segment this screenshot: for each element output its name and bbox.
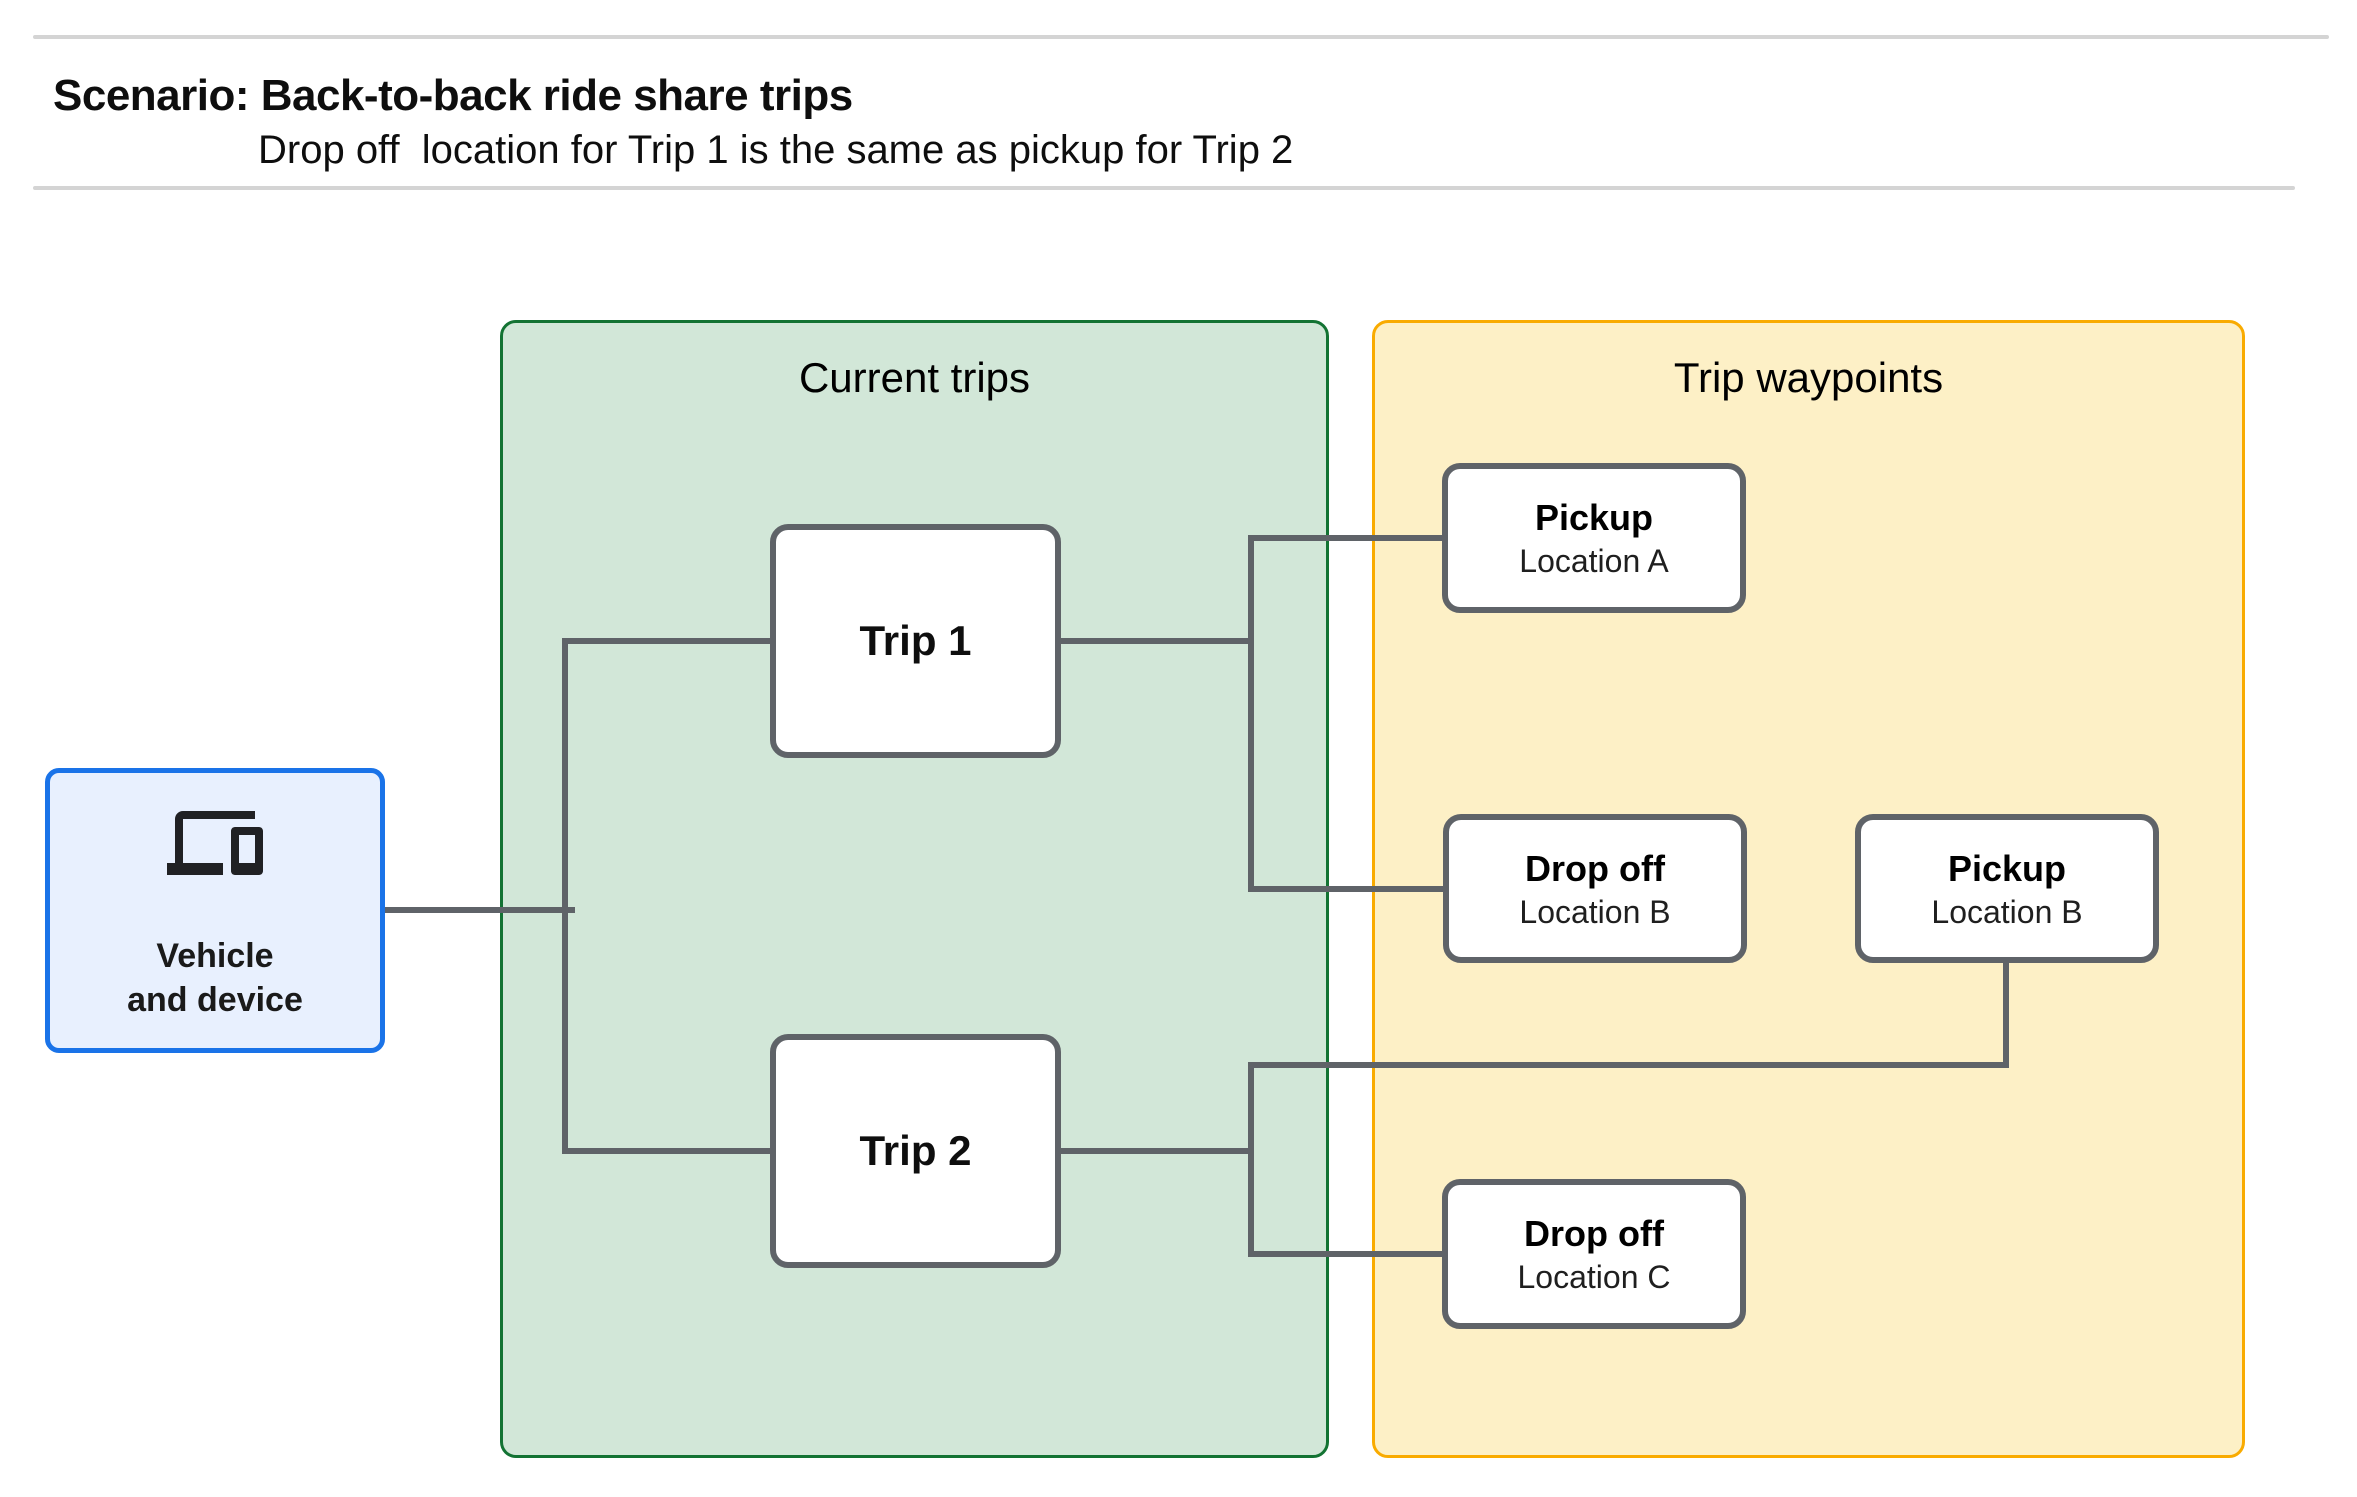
waypoint-pickup-location-a: Pickup Location A: [1442, 463, 1746, 613]
trip1-label: Trip 1: [859, 617, 972, 664]
header-divider: [33, 186, 2295, 190]
connector-to-dropoff-b: [1251, 886, 1447, 892]
vehicle-node-label: Vehicle and device: [50, 934, 380, 1022]
trip2-node: Trip 2: [770, 1034, 1061, 1268]
connector-trip2-out: [1061, 1148, 1254, 1154]
waypoint-location-label: Location B: [1519, 893, 1671, 930]
waypoint-location-label: Location C: [1517, 1259, 1671, 1295]
connector-vehicle-to-split: [385, 907, 575, 913]
waypoint-location-label: Location A: [1519, 543, 1669, 579]
waypoint-type-label: Drop off: [1524, 1213, 1664, 1254]
connector-split-to-trip2: [562, 1148, 770, 1154]
connector-to-pickup-a: [1251, 535, 1446, 541]
trip-waypoints-title: Trip waypoints: [1673, 354, 1944, 401]
current-trips-title: Current trips: [798, 354, 1031, 401]
waypoint-type-label: Pickup: [1947, 847, 2067, 889]
connector-to-dropoff-c: [1251, 1251, 1446, 1257]
top-divider: [33, 35, 2329, 39]
waypoint-location-label: Location B: [1931, 893, 2083, 930]
connector-trip1-out: [1061, 638, 1254, 644]
page-subtitle: Drop off location for Trip 1 is the same…: [258, 128, 1294, 172]
trip2-label: Trip 2: [859, 1127, 972, 1174]
connector-split-to-trip1: [562, 638, 770, 644]
vehicle-label-line1: Vehicle: [156, 937, 274, 975]
connector-trip-split-vertical: [562, 638, 568, 1154]
waypoint-pickup-location-b: Pickup Location B: [1855, 814, 2159, 963]
vehicle-and-device-node: Vehicle and device: [45, 768, 385, 1053]
connector-trip1-split-vertical: [1248, 535, 1254, 892]
vehicle-label-line2: and device: [127, 981, 303, 1019]
devices-icon: [167, 811, 263, 875]
trip1-node: Trip 1: [770, 524, 1061, 758]
page-title: Scenario: Back-to-back ride share trips: [53, 71, 853, 120]
waypoint-type-label: Pickup: [1534, 497, 1654, 538]
connector-trip2-split-vertical: [1248, 1062, 1254, 1257]
connector-pickup-b-horizontal: [1251, 1062, 2006, 1068]
connector-pickup-b-drop: [2003, 960, 2009, 1068]
waypoint-dropoff-location-b: Drop off Location B: [1443, 814, 1747, 963]
waypoint-type-label: Drop off: [1525, 847, 1665, 889]
waypoint-dropoff-location-c: Drop off Location C: [1442, 1179, 1746, 1329]
current-trips-container: Current trips: [500, 320, 1329, 1458]
